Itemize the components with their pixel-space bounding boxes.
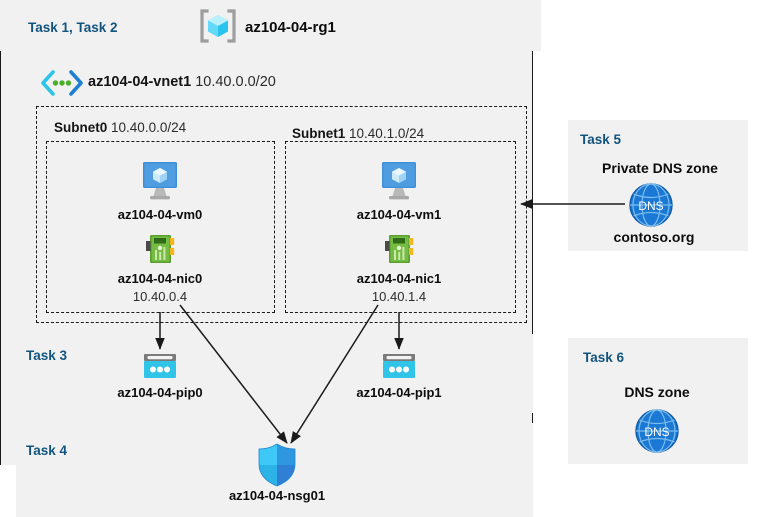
dns-icon-text: DNS — [638, 199, 663, 213]
nic1-label: az104-04-nic1 — [356, 271, 442, 286]
vm0-label: az104-04-vm0 — [117, 207, 203, 222]
task-label-5: Task 5 — [580, 132, 622, 147]
task3-panel — [16, 334, 533, 413]
vnet-title: az104-04-vnet1 10.40.0.0/20 — [88, 74, 276, 90]
task-label-6: Task 6 — [583, 350, 625, 365]
nic1-ip: 10.40.1.4 — [371, 289, 427, 304]
dns-zone-globe-icon: DNS — [628, 182, 674, 228]
subnet1-heading: Subnet1 10.40.1.0/24 — [292, 126, 424, 141]
public-dns-zone-heading: DNS zone — [624, 384, 690, 400]
virtual-machine-icon — [137, 160, 183, 202]
resource-group-name: az104-04-rg1 — [245, 19, 336, 36]
resource-group-header-panel — [0, 0, 541, 51]
vnet-address-space: 10.40.0.0/20 — [195, 74, 276, 90]
vnet-name: az104-04-vnet1 — [88, 74, 192, 90]
dns-icon-text: DNS — [644, 425, 669, 439]
network-security-group-shield-icon — [257, 443, 297, 487]
subnet0-name: Subnet0 — [54, 120, 108, 135]
pip0-label: az104-04-pip0 — [117, 385, 203, 400]
public-ip-address-icon — [142, 352, 178, 382]
subnet1-cidr: 10.40.1.0/24 — [349, 126, 425, 141]
private-dns-zone-heading: Private DNS zone — [602, 160, 718, 176]
private-dns-zone-name: contoso.org — [613, 229, 695, 245]
vm1-label: az104-04-vm1 — [356, 207, 442, 222]
nic0-ip: 10.40.0.4 — [132, 289, 188, 304]
dns-zone-globe-icon: DNS — [634, 408, 680, 454]
subnet1-boundary — [285, 141, 516, 313]
pip1-label: az104-04-pip1 — [356, 385, 442, 400]
public-ip-address-icon — [381, 352, 417, 382]
task-label-1-2: Task 1, Task 2 — [28, 20, 118, 35]
resource-group-cube-icon — [199, 8, 237, 44]
task-label-3: Task 3 — [26, 348, 68, 363]
subnet0-heading: Subnet0 10.40.0.0/24 — [54, 120, 186, 135]
virtual-network-icon — [39, 69, 85, 97]
network-interface-icon — [143, 233, 177, 267]
vnet-panel — [28, 63, 525, 329]
nic0-label: az104-04-nic0 — [117, 271, 203, 286]
nsg-label: az104-04-nsg01 — [228, 488, 326, 503]
subnet0-cidr: 10.40.0.0/24 — [111, 120, 187, 135]
task-label-4: Task 4 — [26, 443, 68, 458]
subnet1-name: Subnet1 — [292, 126, 346, 141]
virtual-machine-icon — [376, 160, 422, 202]
network-interface-icon — [382, 233, 416, 267]
